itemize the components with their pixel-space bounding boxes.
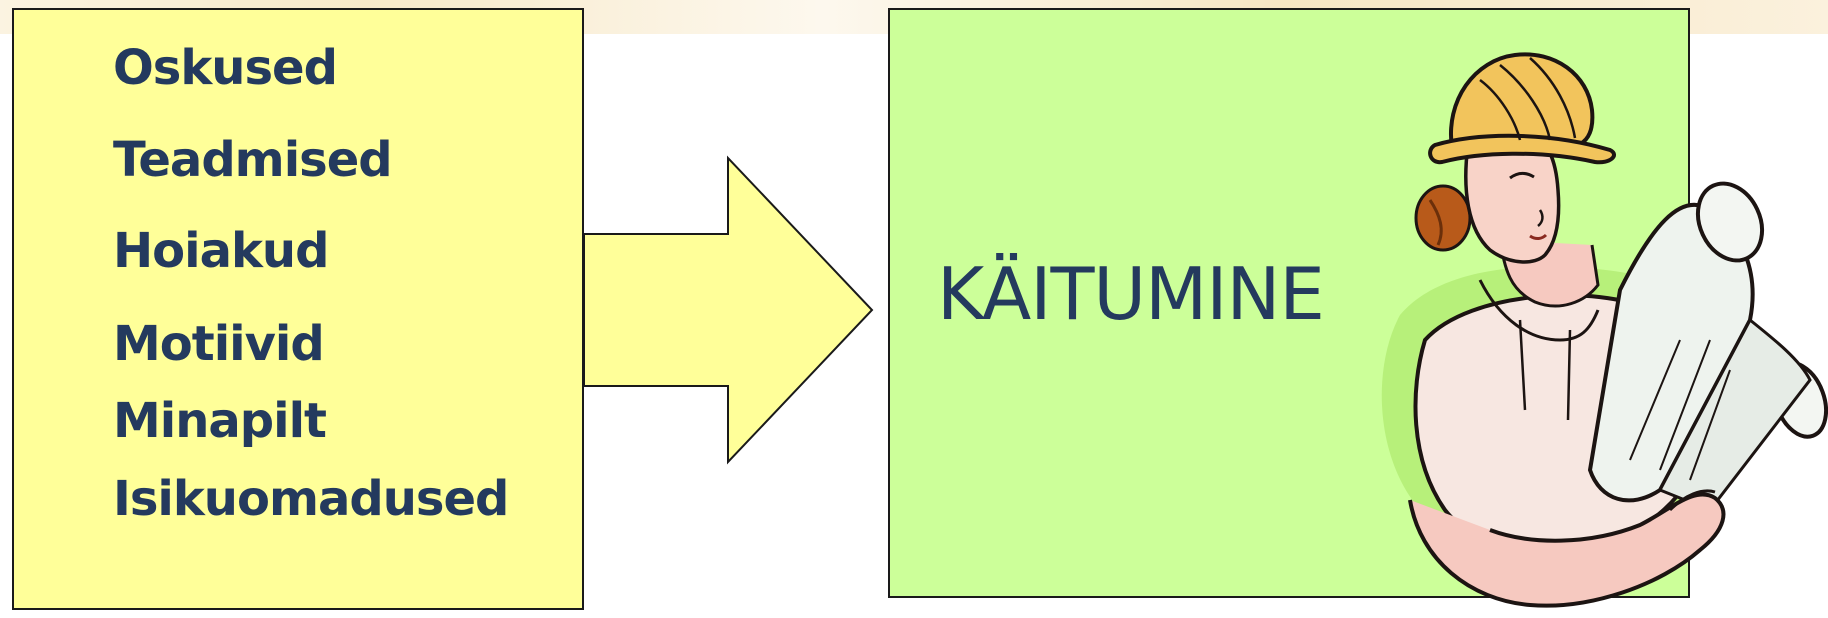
engineer-woman-with-blueprints-icon — [1381, 52, 1828, 608]
factor-item: Hoiakud — [113, 223, 329, 279]
factor-item: Oskused — [113, 40, 338, 96]
factor-item: Minapilt — [113, 393, 327, 449]
outcome-label: KÄITUMINE — [937, 252, 1325, 336]
factor-item: Teadmised — [113, 132, 393, 188]
factor-item: Motiivid — [113, 316, 325, 372]
factor-item: Isikuomadused — [113, 471, 509, 527]
factors-box — [12, 8, 584, 610]
